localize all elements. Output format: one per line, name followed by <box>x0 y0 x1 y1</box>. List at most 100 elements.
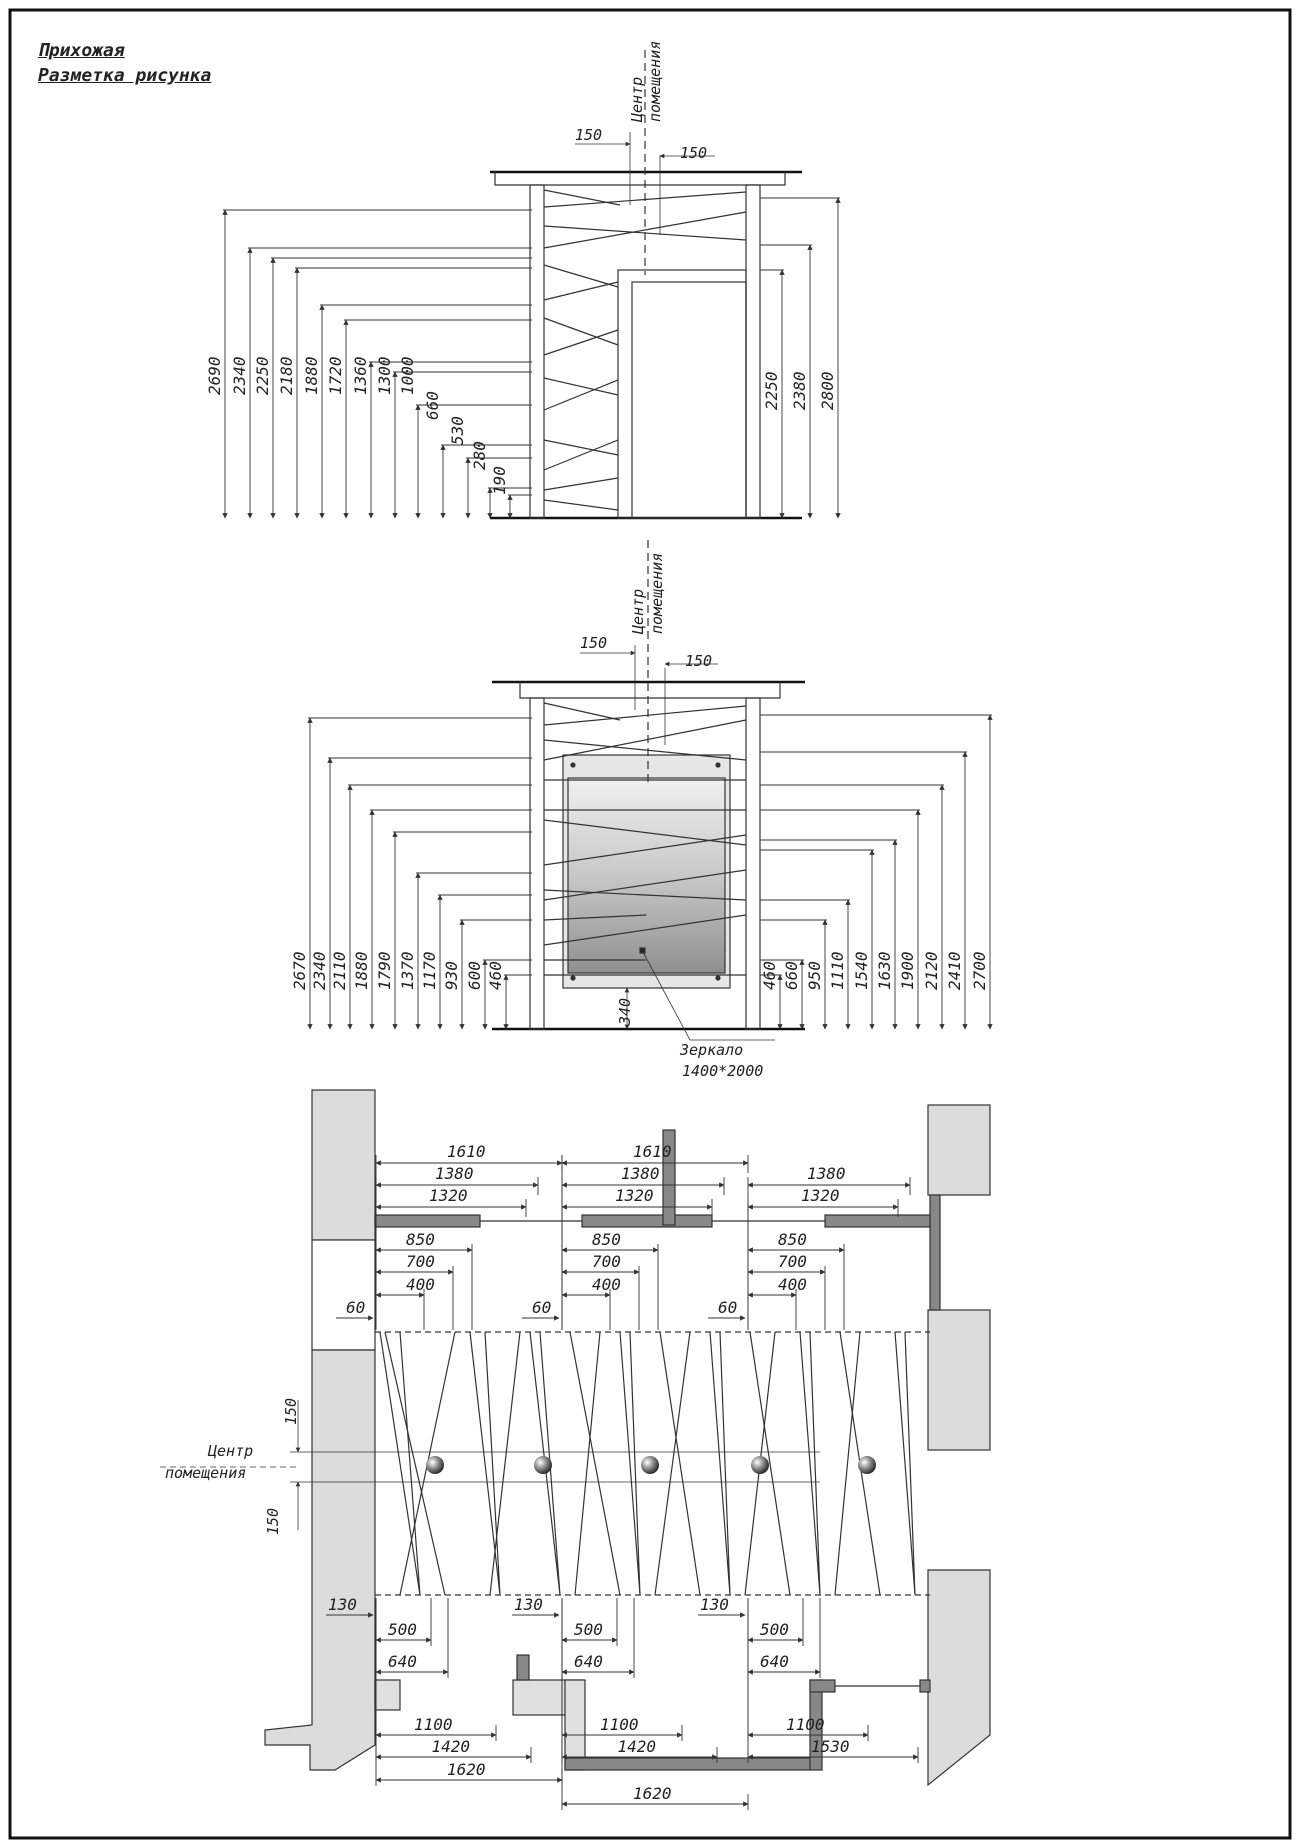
plan-top-dim: 1380 <box>807 1164 846 1183</box>
elevation-2-left-dim: 930 <box>442 961 461 990</box>
elevation-2-offset-right: 150 <box>685 652 712 670</box>
plan-bottom-dim: 500 <box>760 1620 789 1639</box>
knob-icon <box>426 1456 444 1474</box>
plan-bottom-dim: 500 <box>574 1620 603 1639</box>
elevation-2-left-dim: 2340 <box>310 951 329 990</box>
plan-bottom-row-dim: 1100 <box>786 1715 825 1734</box>
plan-bottom-row-dim: 1100 <box>600 1715 639 1734</box>
drawing-subtitle: Разметка рисунка <box>38 65 212 86</box>
plan-mid-dim: 60 <box>346 1298 365 1317</box>
plan-offset-top: 150 <box>282 1398 300 1425</box>
elevation-2-left-dim: 1790 <box>375 951 394 990</box>
elevation-2-left-dim: 1170 <box>420 951 439 990</box>
elevation-1-left-dim: 280 <box>470 441 489 470</box>
elevation-1-left-dim: 1880 <box>302 356 321 395</box>
elevation-1-right-dim: 2380 <box>790 371 809 410</box>
elevation-2-left-dim: 2670 <box>290 951 309 990</box>
elevation-2-left-dim: 460 <box>486 961 505 990</box>
plan-top-dim: 1380 <box>621 1164 660 1183</box>
elevation-1-left-dim: 190 <box>490 466 509 495</box>
elevation-2-right-dim: 660 <box>782 961 801 990</box>
knob-icon <box>858 1456 876 1474</box>
mirror-label-2: 1400*2000 <box>682 1062 763 1080</box>
mirror-offset-label: 340 <box>616 998 634 1026</box>
plan-bottom-row-dim: 1420 <box>618 1737 657 1756</box>
plan-bottom-row-dim: 1100 <box>414 1715 453 1734</box>
elevation-2-right-dim: 950 <box>805 961 824 990</box>
elevation-2-left-dim: 2110 <box>330 951 349 990</box>
elevation-1-left-dim: 1720 <box>326 356 345 395</box>
plan-bottom-dim: 130 <box>328 1595 357 1614</box>
elevation-2 <box>307 540 993 1041</box>
elevation-2-right-dim: 1900 <box>898 951 917 990</box>
floor-plan <box>160 1089 991 1810</box>
plan-mid-dim: 850 <box>592 1230 621 1249</box>
elevation-1-offset-right: 150 <box>680 144 707 162</box>
elevation-1-left-dim: 2250 <box>253 356 272 395</box>
plan-mid-dim: 700 <box>406 1252 435 1271</box>
elevation-1-offset-left: 150 <box>575 126 602 144</box>
plan-top-dim: 1380 <box>435 1164 474 1183</box>
plan-mid-dim: 400 <box>406 1275 435 1294</box>
plan-bottom-dim: 500 <box>388 1620 417 1639</box>
plan-bottom-dim: 130 <box>700 1595 729 1614</box>
elevation-1-left-dim: 1000 <box>398 356 417 395</box>
elevation-2-left-dim: 1880 <box>352 951 371 990</box>
plan-bottom-row-dim: 1420 <box>432 1737 471 1756</box>
elevation-2-right-dim: 2410 <box>945 951 964 990</box>
plan-bottom-row-dim: 1620 <box>447 1760 486 1779</box>
elevation-1-left-dim: 660 <box>423 391 442 420</box>
elevation-1-center-label-1: Центр <box>628 77 646 123</box>
elevation-2-center-label-1: Центр <box>629 589 647 635</box>
plan-mid-dim: 850 <box>406 1230 435 1249</box>
elevation-1-left-dim: 1300 <box>375 356 394 395</box>
elevation-2-right-dim: 1540 <box>852 951 871 990</box>
elevation-2-right-dim: 1630 <box>875 951 894 990</box>
elevation-2-left-dim: 1370 <box>398 951 417 990</box>
elevation-2-offset-left: 150 <box>580 634 607 652</box>
plan-mid-dim: 700 <box>592 1252 621 1271</box>
plan-center-label-2: помещения <box>165 1464 246 1482</box>
elevation-1-right-dim: 2250 <box>762 371 781 410</box>
elevation-2-right-dim: 2120 <box>922 951 941 990</box>
plan-mid-dim: 400 <box>778 1275 807 1294</box>
plan-top-dim: 1320 <box>615 1186 654 1205</box>
plan-top-dim: 1610 <box>633 1142 672 1161</box>
plan-top-dim: 1320 <box>801 1186 840 1205</box>
plan-top-dim: 1320 <box>429 1186 468 1205</box>
knob-icon <box>534 1456 552 1474</box>
elevation-2-center-label-2: помещения <box>648 553 666 634</box>
plan-bottom-dim: 640 <box>574 1652 603 1671</box>
elevation-1-left-dim: 2340 <box>230 356 249 395</box>
plan-bottom-dim: 640 <box>388 1652 417 1671</box>
elevation-2-right-dim: 460 <box>760 961 779 990</box>
elevation-1-left-dim: 2180 <box>277 356 296 395</box>
plan-mid-dim: 400 <box>592 1275 621 1294</box>
elevation-1-center-label-2: помещения <box>646 41 664 122</box>
elevation-1-left-dim: 2690 <box>205 356 224 395</box>
plan-center-label-1: Центр <box>207 1442 253 1460</box>
elevation-2-right-dim: 2700 <box>970 951 989 990</box>
elevation-2-left-dim: 600 <box>465 961 484 990</box>
plan-mid-dim: 60 <box>532 1298 551 1317</box>
knob-icon <box>751 1456 769 1474</box>
plan-bottom-dim: 640 <box>760 1652 789 1671</box>
plan-bottom-dim: 130 <box>514 1595 543 1614</box>
plan-mid-dim: 850 <box>778 1230 807 1249</box>
elevation-2-right-dim: 1110 <box>828 951 847 990</box>
elevation-1-right-dim: 2800 <box>818 371 837 410</box>
sheet-border <box>8 8 1292 1840</box>
plan-mid-dim: 60 <box>718 1298 737 1317</box>
plan-bottom-row-dim: 1530 <box>811 1737 850 1756</box>
elevation-1 <box>222 50 841 520</box>
mirror-label-1: Зеркало <box>679 1041 743 1059</box>
knob-icon <box>641 1456 659 1474</box>
drawing-title: Прихожая <box>38 40 125 61</box>
elevation-1-left-dim: 1360 <box>351 356 370 395</box>
plan-bottom-row-dim: 1620 <box>633 1784 672 1803</box>
plan-mid-dim: 700 <box>778 1252 807 1271</box>
drawing-title-block: Прихожая Разметка рисунка <box>38 38 211 88</box>
